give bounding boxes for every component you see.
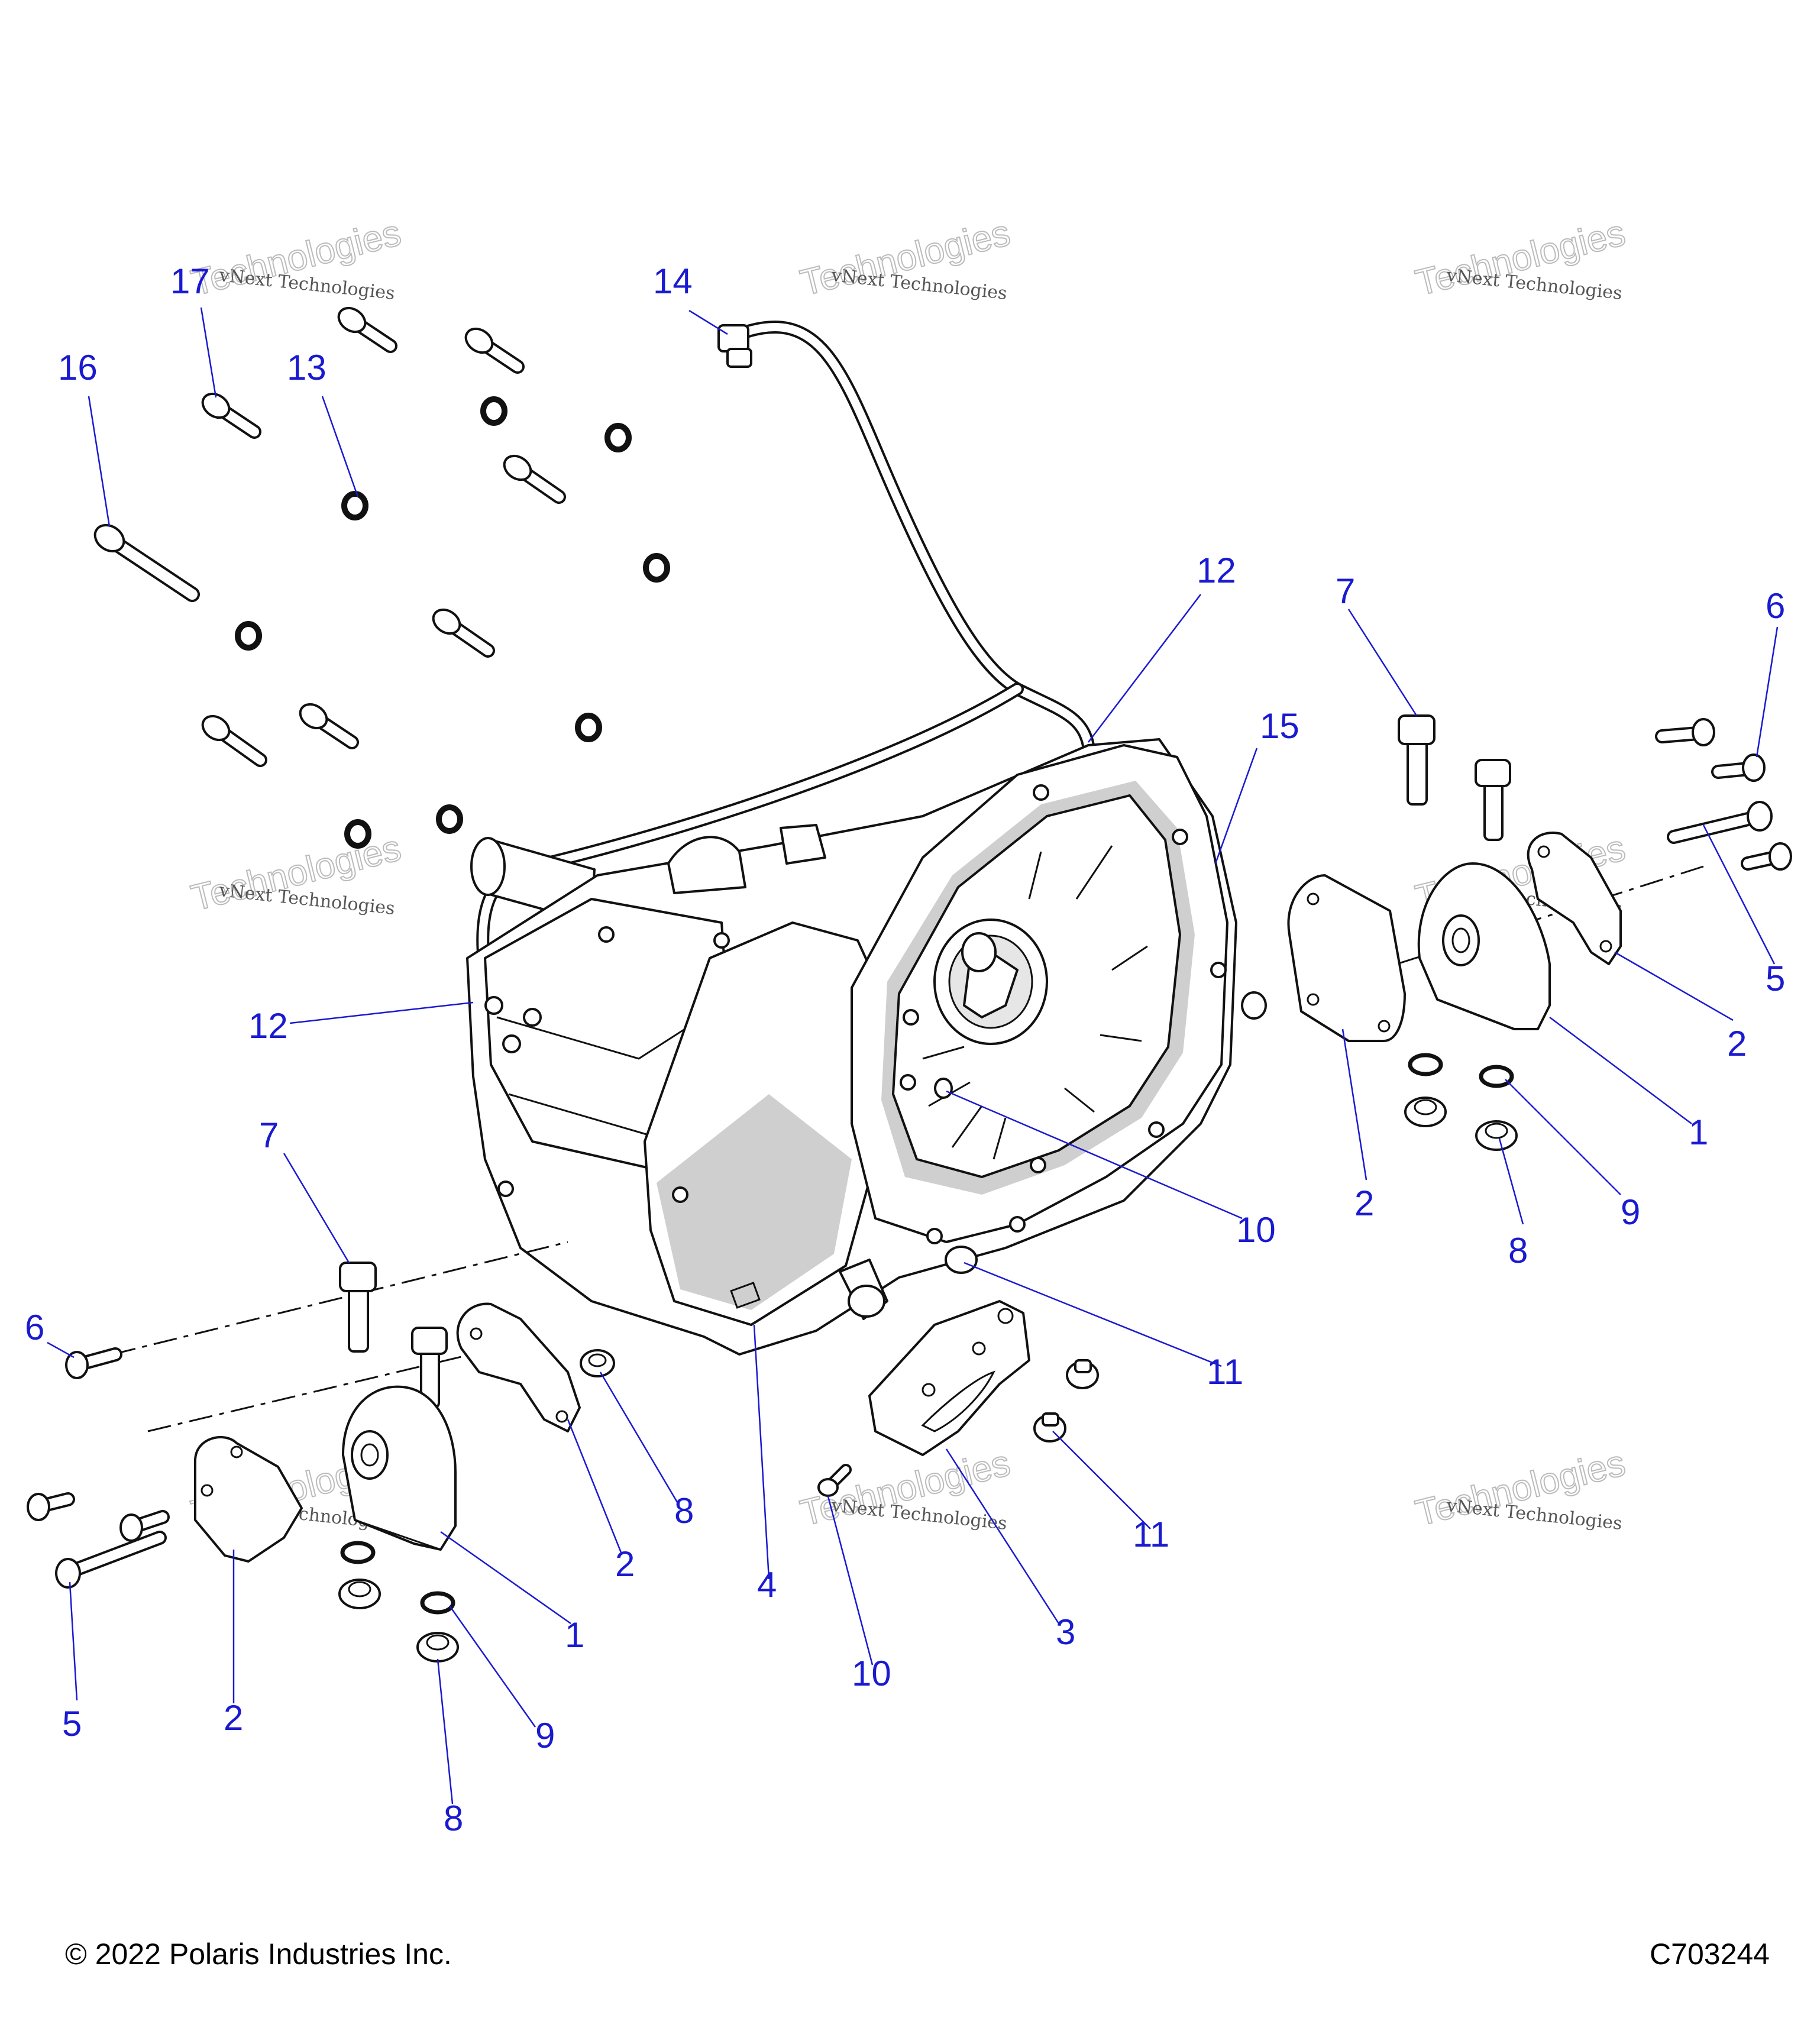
- long-bolt-icon: [55, 1531, 167, 1589]
- callout-2: 2: [615, 1544, 635, 1584]
- bolt-icon: [201, 392, 261, 439]
- long-bolt-icon: [93, 523, 200, 602]
- bolt-icon: [503, 454, 566, 504]
- callout-3: 3: [1056, 1612, 1075, 1652]
- flange-nut-icon: [1475, 1120, 1518, 1151]
- bolt-icon: [1398, 714, 1436, 806]
- long-bolt-icon: [1667, 801, 1773, 844]
- bolt-icon: [201, 714, 267, 767]
- bolt-icon: [337, 306, 397, 353]
- callout-16: 16: [58, 348, 98, 387]
- star-washer-icon: [420, 1591, 455, 1615]
- bolt-icon: [945, 1246, 978, 1274]
- bolt-icon: [119, 1510, 170, 1542]
- callout-2: 2: [1354, 1183, 1374, 1223]
- breather-hose: [476, 321, 1095, 1012]
- callout-10: 10: [1236, 1210, 1276, 1250]
- callout-6: 6: [1766, 586, 1785, 626]
- callout-8: 8: [674, 1491, 694, 1531]
- flange-boss-icon: [900, 784, 1227, 1244]
- star-washer-icon: [1479, 1065, 1514, 1088]
- bolt-icon: [1033, 1412, 1066, 1443]
- bolt-icon: [1741, 842, 1792, 871]
- bolt-icon: [934, 1078, 953, 1099]
- callout-11: 11: [1133, 1515, 1169, 1554]
- callout-17: 17: [170, 261, 210, 301]
- mount-bracket-3: [868, 1300, 1030, 1456]
- copyright-text: © 2022 Polaris Industries Inc.: [65, 1938, 452, 1971]
- bolt-icon: [1655, 718, 1715, 746]
- callout-15: 15: [1260, 706, 1299, 746]
- input-shaft-icon: [933, 918, 1048, 1045]
- callout-4: 4: [757, 1565, 777, 1605]
- right-mount-assembly: [1241, 714, 1792, 1151]
- callout-7: 7: [1336, 571, 1355, 611]
- bolt-icon: [1711, 753, 1766, 782]
- callout-5: 5: [1766, 959, 1785, 998]
- drain-boss-icon: [839, 1259, 888, 1320]
- callout-12: 12: [1197, 551, 1236, 590]
- bolt-icon: [65, 1347, 122, 1379]
- bolt-icon: [411, 1327, 448, 1409]
- diagram-code: C703244: [1650, 1938, 1770, 1971]
- bolt-icon: [1475, 759, 1511, 841]
- callout-7: 7: [259, 1115, 279, 1155]
- bolt-icon: [464, 327, 525, 374]
- bolt-icon: [1241, 991, 1267, 1020]
- bolt-group-top-left: [93, 306, 670, 849]
- callout-2: 2: [1727, 1024, 1747, 1063]
- callout-6: 6: [25, 1308, 44, 1347]
- callout-labels: 17 16 13 14 12 15 7 6 5 2 1 9 8 2 10 11 …: [25, 261, 1785, 1838]
- bolt-icon: [817, 1464, 852, 1497]
- callout-14: 14: [653, 261, 693, 301]
- flange-nut-icon: [416, 1632, 459, 1663]
- washer-icon: [235, 396, 670, 849]
- bolt-icon: [339, 1262, 377, 1353]
- callout-12: 12: [248, 1006, 288, 1046]
- flange-nut-icon: [338, 1579, 381, 1609]
- bolt-icon: [299, 703, 359, 749]
- left-mount-assembly: [27, 1241, 615, 1663]
- flange-nut-icon: [1404, 1097, 1447, 1127]
- flange-nut-icon: [580, 1349, 615, 1377]
- callout-10: 10: [852, 1654, 891, 1693]
- callout-8: 8: [444, 1799, 463, 1838]
- transmission-housing: [466, 738, 1237, 1356]
- callout-11: 11: [1207, 1352, 1243, 1392]
- bolt-icon: [1066, 1359, 1099, 1389]
- callout-13: 13: [287, 348, 326, 387]
- bolt-icon: [432, 608, 495, 658]
- leader-lines: [47, 307, 1779, 1804]
- star-washer-icon: [1408, 1053, 1443, 1076]
- callout-9: 9: [1621, 1192, 1640, 1232]
- callout-2: 2: [224, 1698, 243, 1738]
- bolt-icon: [27, 1492, 75, 1521]
- star-washer-icon: [340, 1541, 376, 1564]
- callout-8: 8: [1508, 1231, 1528, 1270]
- breather-fitting-icon: [717, 324, 752, 368]
- callout-9: 9: [535, 1716, 555, 1755]
- callout-1: 1: [565, 1615, 584, 1655]
- callout-1: 1: [1689, 1112, 1708, 1152]
- callout-5: 5: [62, 1704, 82, 1744]
